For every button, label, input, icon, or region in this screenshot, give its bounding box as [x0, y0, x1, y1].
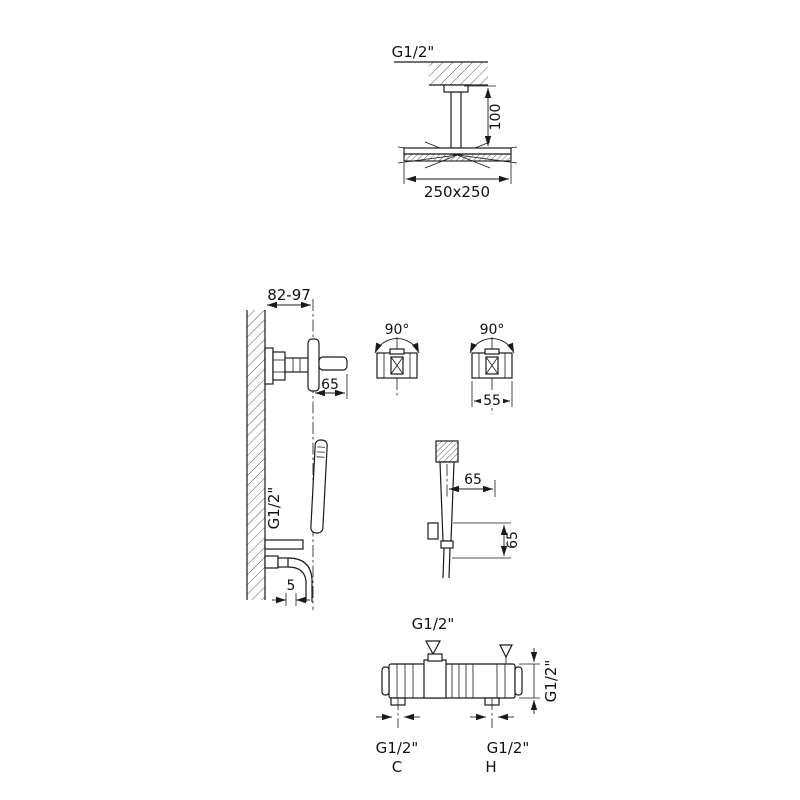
vertical-offset-value: 65 — [505, 531, 521, 549]
ceiling-thread-label: G1/2" — [392, 43, 435, 61]
ceiling-drop-pipe — [443, 84, 469, 149]
horizontal-offset-dimension — [449, 480, 496, 497]
hand-shower-wand-left — [310, 439, 328, 534]
horizontal-offset-value: 65 — [464, 472, 482, 488]
hot-inlet-letter: H — [485, 758, 496, 776]
mixer-body — [381, 653, 523, 706]
handle-length-value: 65 — [321, 377, 339, 393]
bath-mixer-view: G1/2" — [376, 615, 560, 776]
side-thread-label: G1/2" — [542, 660, 560, 703]
ceiling-section — [394, 61, 488, 86]
wall-gap-value: 5 — [287, 578, 296, 594]
rotation-angle-left: 90° — [385, 322, 410, 338]
wall-gap-dimension — [272, 593, 310, 606]
hand-shower-wand-right — [427, 440, 459, 579]
valve-width-value: 55 — [483, 393, 501, 409]
head-size-value: 250x250 — [424, 183, 490, 201]
cold-inlet-letter: C — [392, 758, 402, 776]
drop-length-dimension — [464, 85, 496, 146]
wall-section — [246, 310, 266, 600]
secondary-outlet-marker — [499, 644, 513, 664]
top-outlet-thread-label: G1/2" — [412, 615, 455, 633]
handle-length-dimension — [315, 374, 348, 399]
wall-mixer-view: 82-97 65 — [246, 286, 348, 610]
wall-outlet-and-hose — [264, 539, 313, 602]
head-size-dimension — [403, 163, 512, 184]
cold-inlet-thread-label: G1/2" — [376, 739, 419, 757]
wall-outlet-thread-label: G1/2" — [265, 487, 283, 530]
valve-width-dimension — [471, 381, 513, 408]
side-thread-dimension — [519, 648, 540, 714]
hot-inlet-thread-label: G1/2" — [487, 739, 530, 757]
drop-length-value: 100 — [488, 104, 504, 131]
ceiling-shower-view: G1/2" 100 250x250 — [392, 43, 518, 201]
concealed-valve — [264, 338, 348, 392]
rotation-angle-right: 90° — [480, 322, 505, 338]
rotation-view-left — [374, 337, 420, 396]
handle-rotation-views: 90° 90° 55 — [374, 322, 515, 414]
hand-shower-view: 65 65 — [427, 440, 521, 579]
wall-depth-value: 82-97 — [267, 286, 311, 304]
shower-head-profile — [397, 141, 518, 169]
vertical-offset-dimension — [452, 522, 511, 559]
